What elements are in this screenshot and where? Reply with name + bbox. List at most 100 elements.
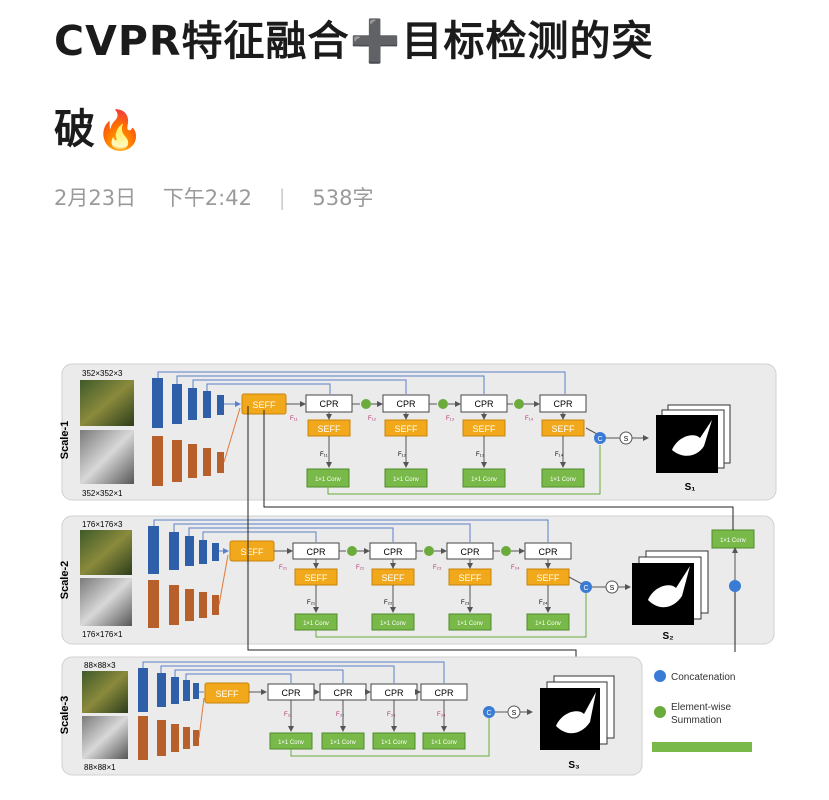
scale-3-rgb-encoder [138,668,199,712]
scale-3-panel: Scale-3 88×88×3 88×88×1 SEFF CPR F₃₁ 1 [59,656,643,776]
scale-2-depth-size: 176×176×1 [82,630,123,639]
scale-1-f-top-1: F₁₁ [290,416,298,422]
scale-3-seff [204,682,250,704]
article-title-text: 破 [54,105,96,153]
scale-2-conv-2-label: 1×1 Conv [380,621,406,627]
scale-3-depth-encoder [138,716,199,760]
legend-concat-icon [654,670,666,682]
scale-3-stage-3: CPR F₃₃ 1×1 Conv [370,683,418,750]
scale-3-sigmoid-label: S [512,710,517,717]
scale-2-depth-image [80,578,132,626]
scale-2-right-concat-node [729,580,741,592]
scale-3-f-1: F₃₁ [284,712,292,718]
scale-1-f-top-4: F₁₄ [525,416,534,422]
scale-2-seff-1-label: SEFF [304,573,328,583]
scale-2-f-top-3: F₂₃ [433,565,442,571]
scale-1-panel: Scale-1 352×352×3 352×352×1 SEFF CPR SEF… [59,363,777,501]
scale-2-depth-encoder [148,580,219,628]
legend-sum-label-2: Summation [671,715,722,726]
scale-2-f-bot-2: F₂₂ [384,600,393,606]
scale-3-cpr-1-label: CPR [281,688,301,698]
scale-1-sum-node-3 [514,399,524,409]
scale-2-panel: Scale-2 176×176×3 176×176×1 SEFF CPR SEF… [59,410,775,645]
scale-2-sigmoid-label: S [610,585,615,592]
scale-2-conv-4-label: 1×1 Conv [535,621,561,627]
scale-3-concat-label: C [486,710,491,717]
word-count: 538字 [312,186,374,210]
scale-3-rgb-image [82,671,128,713]
scale-3-output-map [540,675,615,750]
scale-1-seff-4-label: SEFF [551,424,575,434]
fire-icon: 🔥 [96,108,145,152]
scale-1-conv-1-label: 1×1 Conv [315,477,341,483]
scale-1-sum-node-1 [361,399,371,409]
scale-3-cpr-2-label: CPR [333,688,353,698]
scale-1-cpr-4-label: CPR [553,399,573,409]
article-title-line2: 破🔥 [54,102,794,157]
scale-2-stage-2: CPR SEFF F₂₂ F₂₂ 1×1 Conv [356,542,417,631]
scale-2-seff-4-label: SEFF [536,573,560,583]
scale-2-cpr-2-label: CPR [383,547,403,557]
scale-3-seff-label: SEFF [215,689,239,699]
scale-1-f-bot-2: F₁₂ [398,452,407,458]
publish-time: 下午2:42 [162,186,252,210]
scale-1-f-bot-1: F₁₁ [320,452,328,458]
article-title-line1: CVPR特征融合➕目标检测的突 [54,17,654,65]
meta-separator: | [278,186,286,210]
scale-1-depth-encoder [152,436,224,486]
scale-3-cpr-3-label: CPR [384,688,404,698]
scale-2-f-bot-1: F₂₁ [307,600,315,606]
scale-1-output-label: S₁ [685,482,696,493]
scale-2-conv-right-label: 1×1 Conv [720,538,746,544]
article-meta: 2月23日 下午2:42 | 538字 [54,182,394,212]
scale-2-cpr-4-label: CPR [538,547,558,557]
scale-1-conv-4 [541,468,585,488]
scale-1-conv-3 [462,468,506,488]
legend: Concatenation Element-wise Summation [652,670,752,752]
scale-2-rgb-size: 176×176×3 [82,520,123,529]
scale-1-concat-node [594,432,606,444]
scale-3-f-4: F₃₄ [437,712,446,718]
scale-2-sum-node-2 [424,546,434,556]
scale-3-f-3: F₃₃ [387,712,396,718]
scale-1-f-top-3: F₁₃ [446,416,455,422]
scale-3-conv-3-label: 1×1 Conv [381,740,407,746]
scale-1-rgb-size: 352×352×3 [82,369,123,378]
scale-1-output-map [656,404,731,473]
scale-2-conv-2 [371,613,415,631]
scale-2-conv-4 [526,613,570,631]
scale-2-f-top-4: F₂₄ [511,565,520,571]
scale-1-rgb-encoder [152,378,224,428]
legend-sum-label-1: Element-wise [671,702,731,713]
scale-2-cpr-3-label: CPR [460,547,480,557]
scale-1-depth-image [80,430,134,484]
scale-1-stage-3: CPR SEFF F₁₃ F₁₃ 1×1 Conv [446,394,508,488]
scale-1-f-top-2: F₁₂ [368,416,377,422]
scale-2-sum-node-3 [501,546,511,556]
legend-conv-swatch [652,742,752,752]
scale-2-rgb-encoder [148,526,219,574]
scale-2-output-label: S₂ [662,631,673,642]
scale-1-label: Scale-1 [59,421,71,460]
scale-1-seff-label: SEFF [252,400,276,410]
scale-2-f-bot-3: F₂₃ [461,600,470,606]
scale-1-seff-2-label: SEFF [394,424,418,434]
scale-1-cpr-2-label: CPR [396,399,416,409]
scale-2-conv-1-label: 1×1 Conv [303,621,329,627]
scale-1-seff-1-label: SEFF [317,424,341,434]
scale-1-sigmoid-label: S [624,436,629,443]
scale-3-rgb-size: 88×88×3 [84,661,116,670]
scale-2-f-top-1: F₂₁ [279,565,287,571]
publish-date: 2月23日 [54,186,137,210]
scale-2-conv-3 [448,613,492,631]
scale-2-f-top-2: F₂₂ [356,565,365,571]
scale-3-concat-node [483,706,495,718]
scale-1-concat-label: C [597,436,602,443]
scale-3-output-label: S₃ [568,760,580,771]
legend-concat-label: Concatenation [671,672,736,683]
scale-3-depth-image [82,716,128,759]
scale-1-conv-2-label: 1×1 Conv [393,477,419,483]
scale-3-f-2: F₃₂ [336,712,345,718]
scale-2-f-bot-4: F₂₄ [539,600,548,606]
